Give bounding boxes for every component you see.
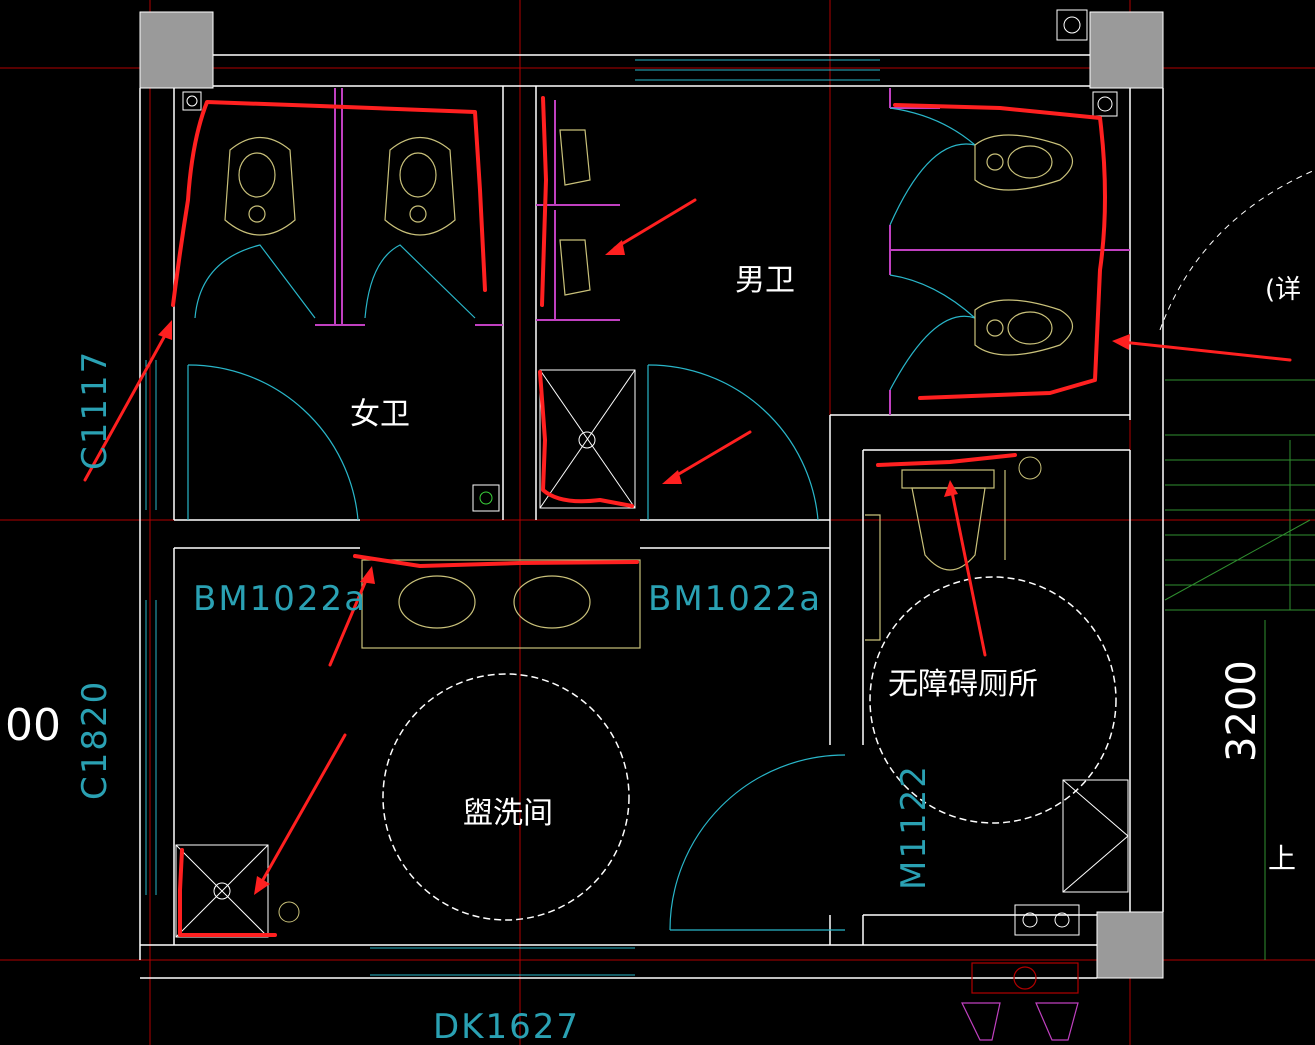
door-code-right: BM1022a	[648, 579, 822, 619]
window-code-lower: C1820	[75, 680, 115, 800]
partitions	[315, 88, 1130, 415]
markup-shower-outline	[538, 370, 634, 508]
window-code-upper: C1117	[75, 350, 115, 470]
stair-up-label: 上	[1268, 842, 1296, 875]
room-label-women: 女卫	[350, 397, 410, 432]
room-label-accessible: 无障碍厕所	[888, 667, 1038, 702]
turning-circles	[382, 576, 1117, 921]
columns	[139, 11, 1164, 979]
markup-urinal-line	[540, 96, 548, 307]
windows	[145, 59, 880, 976]
markup-men-outline	[893, 103, 1107, 400]
door-code-left: BM1022a	[193, 579, 367, 619]
markup-accessible-line	[876, 453, 1017, 467]
external-marks	[961, 962, 1079, 1041]
red-markups	[171, 96, 1107, 937]
floor-drains	[182, 9, 1118, 936]
door-swings	[187, 107, 976, 931]
room-label-washroom: 盥洗间	[463, 796, 553, 831]
red-arrows	[83, 198, 1292, 895]
markup-shower2-outline	[178, 848, 277, 937]
markup-vanity-line	[353, 554, 639, 568]
room-label-men: 男卫	[735, 263, 795, 298]
walls	[139, 54, 1164, 979]
dim-left-partial: 00	[5, 700, 61, 751]
door-code-bottom: DK1627	[433, 1007, 580, 1045]
detail-note-partial: (详	[1265, 275, 1301, 305]
markup-women-outline	[171, 100, 487, 307]
stair-lines	[1159, 169, 1315, 960]
fixtures	[224, 129, 1074, 649]
shower-trays	[175, 369, 1129, 938]
door-code-accessible: M1122	[894, 764, 934, 890]
dim-right: 3200	[1219, 660, 1265, 762]
